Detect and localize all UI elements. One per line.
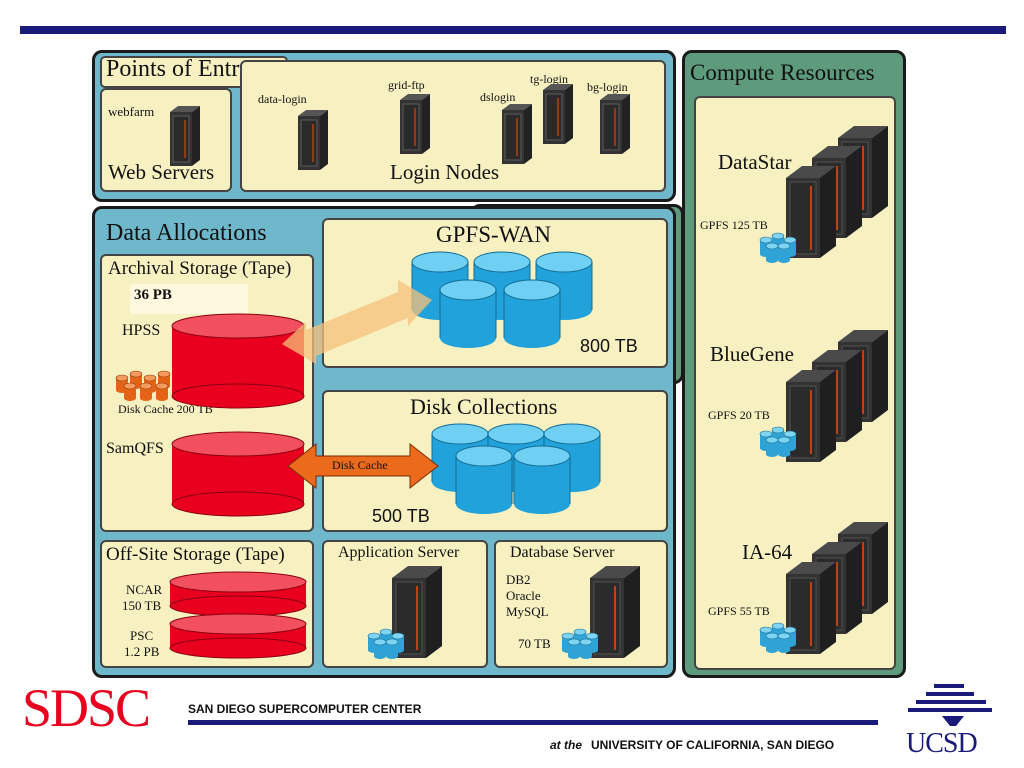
disk-collections-title: Disk Collections: [410, 394, 558, 419]
top-rule: [20, 26, 1006, 34]
samqfs-label: SamQFS: [106, 440, 164, 457]
bg-login-label: bg-login: [587, 80, 628, 94]
samqfs-tape-icon: [171, 431, 305, 517]
points-of-entry-title: Points of Entry: [106, 56, 252, 82]
webfarm-label: webfarm: [108, 104, 155, 119]
ncar-label: NCAR: [126, 582, 163, 597]
offsite-storage-title: Off-Site Storage (Tape): [106, 544, 285, 565]
hpss-tape-icon: [171, 313, 305, 409]
ia64-gpfs-label: GPFS 55 TB: [708, 604, 770, 618]
database-server-title: Database Server: [510, 544, 615, 561]
grid-ftp-label: grid-ftp: [388, 78, 425, 92]
sdsc-center-name: SAN DIEGO SUPERCOMPUTER CENTER: [188, 702, 422, 716]
datastar-label: DataStar: [718, 150, 792, 174]
db-size-label: 70 TB: [518, 636, 551, 651]
gpfs-wan-disk-icon: [439, 279, 497, 349]
mysql-label: MySQL: [506, 604, 549, 619]
data-login-label: data-login: [258, 92, 307, 106]
gpfs-wan-disk-icon: [503, 279, 561, 349]
disk-cache-200-label: Disk Cache 200 TB: [118, 402, 213, 416]
oracle-label: Oracle: [506, 588, 541, 603]
ncar-size-label: 150 TB: [122, 598, 162, 613]
disk-cache-arrow-label: Disk Cache: [332, 458, 388, 472]
db-disk-icon: [567, 638, 581, 660]
bluegene-gpfs-label: GPFS 20 TB: [708, 408, 770, 422]
footer-university: UNIVERSITY OF CALIFORNIA, SAN DIEGO: [591, 738, 835, 752]
disk-cache-icon: [123, 382, 137, 402]
psc-tape-icon: [169, 613, 307, 659]
disk-cache-icon: [139, 382, 153, 402]
ia64-label: IA-64: [742, 540, 793, 564]
web-servers-box: [100, 88, 232, 192]
disk-collections-disk-icon: [455, 445, 513, 515]
gpfs-wan-size-label: 800 TB: [580, 336, 638, 356]
app-disk-icon: [373, 638, 387, 660]
sdsc-logo: SDSC: [22, 678, 151, 738]
dslogin-label: dslogin: [480, 90, 516, 104]
ucsd-trident-icon: [908, 684, 992, 726]
footer-rule: [188, 720, 878, 725]
psc-label: PSC: [130, 628, 154, 643]
db-disk-icon: [579, 638, 593, 660]
gpfs-wan-title: GPFS-WAN: [436, 222, 552, 247]
ncar-tape-icon: [169, 571, 307, 617]
hpss-label: HPSS: [122, 322, 161, 339]
ucsd-logo: UCSD: [906, 728, 978, 759]
footer-at-the: at the: [550, 738, 583, 752]
datastar-gpfs-label: GPFS 125 TB: [700, 218, 768, 232]
archival-size-highlight: [130, 284, 248, 314]
disk-cache-double-arrow: [287, 442, 439, 490]
disk-collections-disk-icon: [513, 445, 571, 515]
app-disk-icon: [385, 638, 399, 660]
data-allocations-title: Data Allocations: [106, 220, 267, 246]
login-nodes-label: Login Nodes: [390, 160, 500, 184]
tg-login-label: tg-login: [530, 72, 568, 86]
bluegene-label: BlueGene: [710, 342, 794, 366]
compute-resources-title: Compute Resources: [690, 60, 875, 85]
disk-cache-icon: [155, 382, 169, 402]
db2-label: DB2: [506, 572, 531, 587]
application-server-title: Application Server: [338, 544, 460, 561]
psc-size-label: 1.2 PB: [124, 644, 160, 659]
archival-size-label: 36 PB: [134, 287, 172, 303]
hpss-gpfs-arrow: [282, 280, 432, 364]
archival-storage-title: Archival Storage (Tape): [108, 258, 292, 279]
disk-collections-size-label: 500 TB: [372, 506, 430, 526]
web-servers-label: Web Servers: [108, 160, 215, 184]
